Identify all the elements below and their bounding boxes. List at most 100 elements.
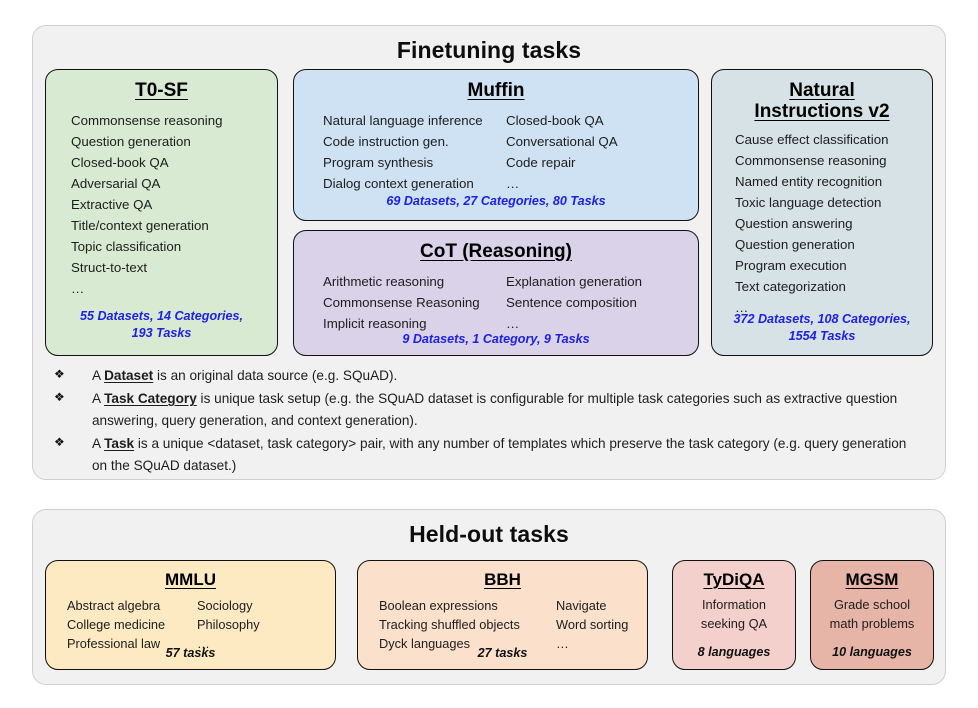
list-item-ellipsis: …: [506, 176, 520, 192]
card-tydiqa: TyDiQA Information seeking QA 8 language…: [672, 560, 796, 670]
definition-suffix: is an original data source (e.g. SQuAD).: [153, 368, 398, 383]
tydiqa-description: Information seeking QA: [685, 596, 783, 633]
card-muffin: Muffin Natural language inference Code i…: [293, 69, 699, 221]
cot-stats: 9 Datasets, 1 Category, 9 Tasks: [306, 331, 686, 347]
stat-line: 9 Datasets, 1 Category, 9 Tasks: [402, 331, 590, 346]
list-item: Program synthesis: [323, 155, 434, 171]
muffin-stats: 69 Datasets, 27 Categories, 80 Tasks: [306, 193, 686, 209]
tydiqa-language-count: 8 languages: [697, 645, 771, 659]
list-item-ellipsis: …: [735, 299, 749, 315]
card-mgsm: MGSM Grade school math problems 10 langu…: [810, 560, 934, 670]
list-item: Program execution: [735, 257, 847, 273]
list-item: Title/context generation: [71, 218, 209, 234]
definition-term: Task: [104, 436, 135, 452]
held-out-panel-title: Held-out tasks: [409, 521, 569, 547]
card-title-line: Instructions v2: [754, 101, 890, 123]
card-t0-sf: T0-SF Commonsense reasoning Question gen…: [45, 69, 278, 356]
definition-row: ❖ A Task is a unique <dataset, task cate…: [54, 433, 914, 477]
card-bbh: BBH Boolean expressions Tracking shuffle…: [357, 560, 648, 670]
list-item: Abstract algebra: [67, 598, 161, 614]
list-item: Boolean expressions: [379, 598, 498, 614]
definition-term: Task Category: [104, 391, 197, 407]
list-item-ellipsis: …: [197, 636, 211, 652]
list-item: Implicit reasoning: [323, 316, 427, 332]
list-item: Closed-book QA: [506, 113, 604, 129]
list-item: Arithmetic reasoning: [323, 274, 445, 290]
cot-columns: Arithmetic reasoning Commonsense Reasoni…: [323, 271, 686, 334]
list-item: Text categorization: [735, 278, 846, 294]
card-title-natural-instructions-v2: Natural Instructions v2: [724, 80, 920, 123]
list-item: Code repair: [506, 155, 576, 171]
card-title-line: Natural: [789, 80, 855, 101]
list-item: College medicine: [67, 617, 166, 633]
finetuning-panel-title: Finetuning tasks: [396, 37, 582, 63]
card-title-mmlu: MMLU: [165, 570, 216, 589]
card-title-cot-reasoning: CoT (Reasoning): [420, 241, 572, 262]
definition-row: ❖ A Dataset is an original data source (…: [54, 365, 914, 387]
list-item: math problems: [829, 615, 915, 631]
stat-line: 372 Datasets, 108 Categories,: [733, 312, 911, 327]
card-title-tydiqa: TyDiQA: [703, 570, 765, 589]
card-title-mgsm: MGSM: [845, 570, 899, 589]
mmlu-columns: Abstract algebra College medicine Profes…: [67, 596, 323, 654]
t0-sf-item-list: Commonsense reasoning Question generatio…: [71, 110, 265, 299]
card-cot-reasoning: CoT (Reasoning) Arithmetic reasoning Com…: [293, 230, 699, 356]
list-item: Grade school: [833, 597, 911, 613]
list-item: Professional law: [67, 636, 161, 652]
list-item: Question generation: [71, 134, 191, 150]
list-item-ellipsis: …: [506, 316, 520, 332]
mgsm-description: Grade school math problems: [823, 596, 921, 633]
list-item: Dialog context generation: [323, 176, 474, 192]
stat-line: 69 Datasets, 27 Categories, 80 Tasks: [386, 193, 606, 208]
definition-text: A Task Category is unique task setup (e.…: [92, 388, 914, 432]
natural-instructions-stats: 372 Datasets, 108 Categories, 1554 Tasks: [722, 311, 922, 344]
bbh-task-count: 27 tasks: [477, 646, 528, 660]
diamond-bullet-icon: ❖: [54, 390, 65, 405]
list-item: Closed-book QA: [71, 155, 169, 171]
definition-prefix: A: [92, 368, 105, 383]
list-item: Question answering: [735, 215, 853, 231]
mmlu-item-list-left: Abstract algebra College medicine Profes…: [67, 596, 197, 654]
definition-text: A Dataset is an original data source (e.…: [92, 365, 914, 387]
bbh-item-list-left: Boolean expressions Tracking shuffled ob…: [379, 596, 556, 654]
diamond-bullet-icon: ❖: [54, 367, 65, 381]
list-item: Cause effect classification: [735, 131, 889, 147]
definition-suffix: is unique task setup (e.g. the SQuAD dat…: [92, 391, 898, 429]
bbh-columns: Boolean expressions Tracking shuffled ob…: [379, 596, 635, 654]
list-item: Sentence composition: [506, 295, 637, 311]
muffin-columns: Natural language inference Code instruct…: [323, 110, 686, 194]
card-title-t0-sf: T0-SF: [135, 80, 188, 101]
definition-prefix: A: [92, 436, 105, 452]
mmlu-item-list-right: Sociology Philosophy …: [197, 596, 260, 654]
list-item: Commonsense Reasoning: [323, 295, 480, 311]
natural-instructions-item-list: Cause effect classification Commonsense …: [735, 129, 920, 318]
definition-suffix: is a unique <dataset, task category> pai…: [92, 436, 907, 474]
definition-text: A Task is a unique <dataset, task catego…: [92, 433, 914, 477]
list-item: Philosophy: [197, 617, 260, 633]
definitions-block: ❖ A Dataset is an original data source (…: [54, 365, 914, 478]
list-item: Sociology: [197, 598, 253, 614]
card-title-muffin: Muffin: [467, 80, 525, 101]
list-item: Extractive QA: [71, 197, 153, 213]
list-item: Word sorting: [556, 617, 629, 633]
list-item: Natural language inference: [323, 113, 483, 129]
list-item-ellipsis: …: [556, 636, 570, 652]
list-item: Navigate: [556, 598, 607, 614]
list-item: Explanation generation: [506, 274, 643, 290]
list-item: Information: [701, 597, 767, 613]
definition-row: ❖ A Task Category is unique task setup (…: [54, 388, 914, 432]
list-item: Code instruction gen.: [323, 134, 449, 150]
card-title-bbh: BBH: [484, 570, 521, 589]
list-item: Topic classification: [71, 239, 182, 255]
stat-line: 1554 Tasks: [788, 328, 856, 343]
list-item: Commonsense reasoning: [735, 152, 887, 168]
list-item: seeking QA: [700, 615, 768, 631]
list-item: Question generation: [735, 236, 855, 252]
list-item: Tracking shuffled objects: [379, 617, 520, 633]
stat-line: 55 Datasets, 14 Categories,: [79, 309, 244, 324]
list-item: Struct-to-text: [71, 260, 148, 276]
mmlu-task-count: 57 tasks: [165, 646, 216, 660]
definition-term: Dataset: [104, 368, 154, 383]
list-item: Adversarial QA: [71, 176, 161, 192]
